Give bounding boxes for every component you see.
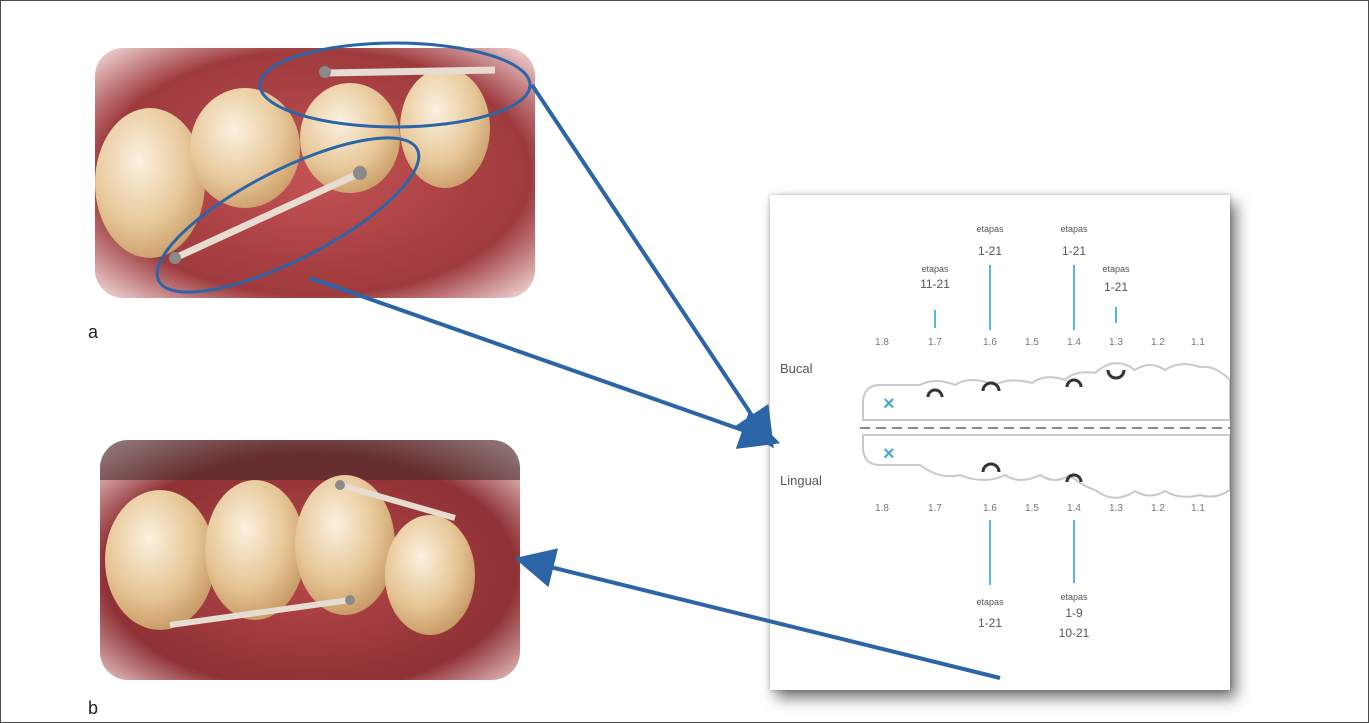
arrow-buccal-to-chart	[532, 85, 765, 435]
arrow-lingual-to-chart	[310, 278, 765, 438]
arrow-chart-to-photo-b	[530, 562, 1000, 678]
highlight-ellipse-buccal	[260, 43, 530, 127]
highlight-ellipse-lingual	[138, 109, 437, 321]
